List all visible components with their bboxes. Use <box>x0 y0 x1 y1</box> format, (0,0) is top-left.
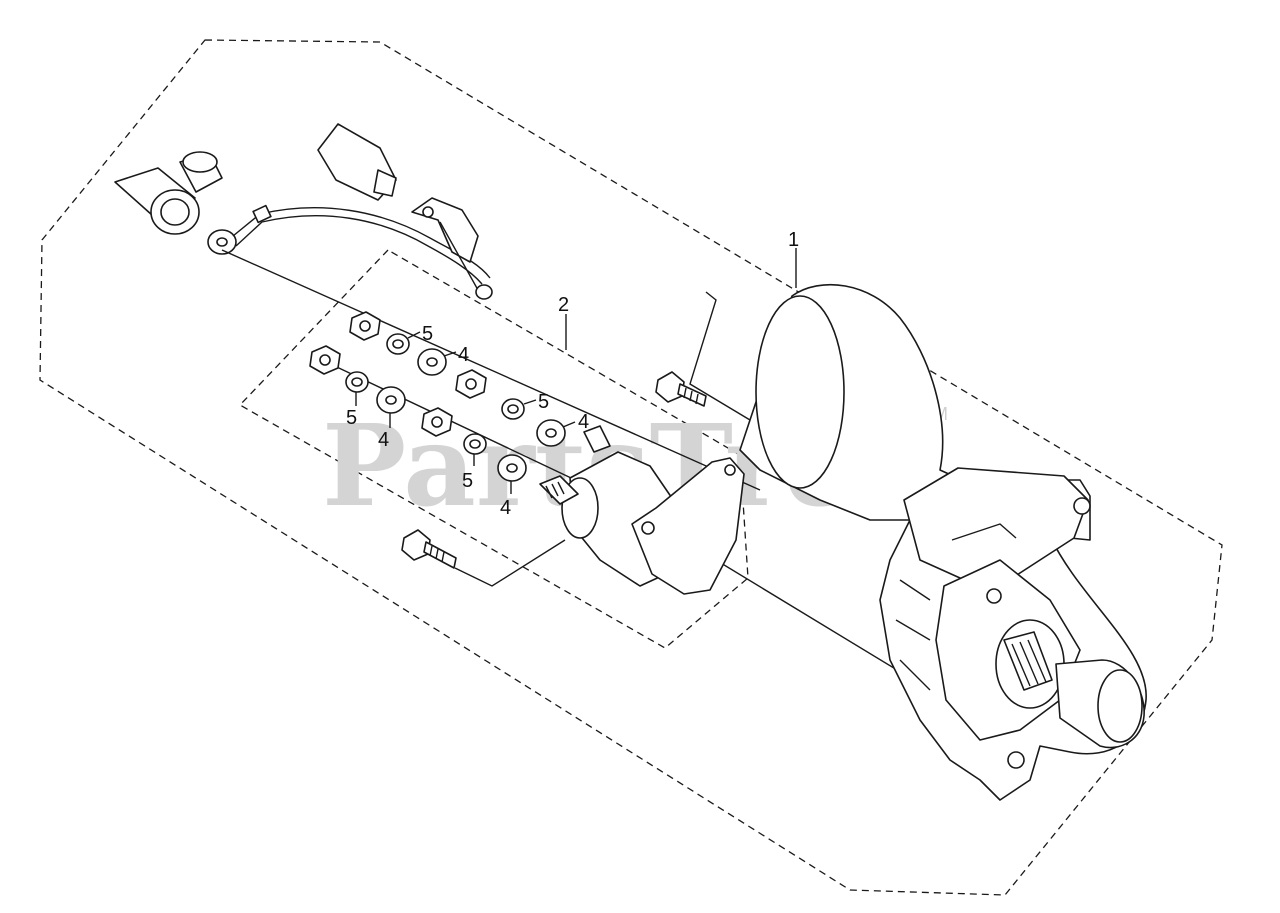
leader-4a <box>443 351 457 357</box>
leader-4c <box>562 421 576 428</box>
callout-4d: 4 <box>500 497 511 519</box>
solenoid <box>539 425 745 595</box>
callout-5d: 5 <box>462 470 473 492</box>
flat-washer-4c <box>536 419 566 447</box>
assembly-boundary-1 <box>39 39 1223 896</box>
callout-1: 1 <box>788 229 799 251</box>
axis-bolt-upper <box>689 291 761 427</box>
axis-bolt-lower <box>454 539 566 587</box>
kit-boundary-2 <box>238 249 749 649</box>
lock-washer-5b <box>345 371 369 393</box>
hex-nut-left <box>309 345 341 375</box>
ground-cable <box>207 204 491 285</box>
flat-washer-4a <box>417 348 447 376</box>
callout-2: 2 <box>558 294 569 316</box>
callout-5c: 5 <box>538 391 549 413</box>
terminal-boot <box>114 151 223 235</box>
callout-5b: 5 <box>346 407 357 429</box>
axis-upper <box>221 249 761 491</box>
lock-washer-5d <box>463 433 487 455</box>
callout-4a: 4 <box>458 344 469 366</box>
leader-5a <box>407 331 421 339</box>
callout-4b: 4 <box>378 429 389 451</box>
hex-nut-mid <box>455 369 487 399</box>
flange-bolt-lower <box>401 529 457 569</box>
flat-washer-4d <box>497 454 527 482</box>
flange-bolt-upper <box>655 371 707 407</box>
callout-5a: 5 <box>422 323 433 345</box>
lock-washer-5c <box>501 398 525 420</box>
hex-nut-lower <box>421 407 453 437</box>
callout-4c: 4 <box>578 411 589 433</box>
lead-cap <box>317 123 397 201</box>
leader-5c <box>523 399 537 405</box>
flat-washer-4b <box>376 386 406 414</box>
hex-nut-upper <box>349 311 381 341</box>
cable-clip <box>411 197 493 300</box>
lock-washer-5a <box>386 333 410 355</box>
starter-motor <box>739 284 1147 801</box>
